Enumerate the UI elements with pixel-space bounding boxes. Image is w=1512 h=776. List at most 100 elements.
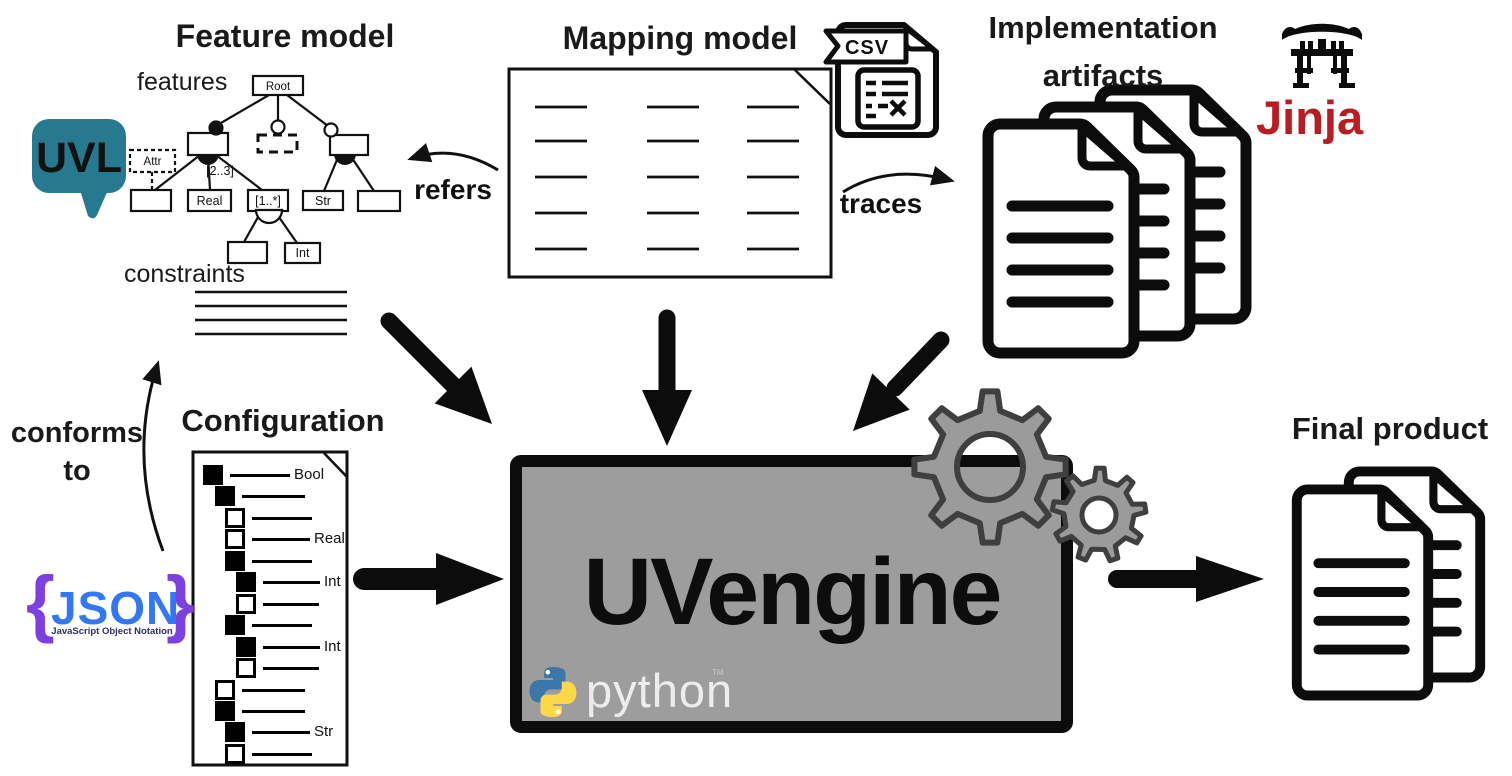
config-checkbox-unchecked — [215, 680, 235, 700]
config-row-label: Real — [314, 530, 345, 547]
uvl-logo: UVL — [32, 119, 126, 219]
constraints-label: constraints — [124, 260, 245, 288]
config-row-line — [230, 474, 290, 477]
csv-banner — [823, 28, 909, 65]
node-leaf-2 — [356, 189, 402, 213]
config-checkbox-checked — [203, 465, 223, 485]
constraints-lines — [195, 290, 347, 336]
mapping-model-title: Mapping model — [562, 20, 798, 56]
svg-text:[2..3]: [2..3] — [206, 164, 234, 178]
relation-arrows — [142, 143, 955, 552]
optional-dot-2 — [323, 122, 339, 138]
config-row-line — [263, 603, 319, 606]
gear-big-icon — [911, 388, 1069, 546]
config-row-line — [252, 560, 312, 563]
config-row-line — [242, 710, 305, 713]
conforms-to-arrow — [142, 360, 165, 552]
node-right-group — [328, 133, 370, 157]
node-leaf-1 — [129, 188, 173, 213]
json-logo-text: JSON — [51, 582, 181, 634]
or-group-arc-left — [197, 154, 219, 165]
configuration-title: Configuration — [181, 403, 385, 438]
implementation-title-line2: artifacts — [1042, 58, 1164, 94]
config-row-line — [252, 731, 310, 734]
svg-text:Attr: Attr — [144, 156, 162, 168]
svg-text:Real: Real — [197, 194, 223, 208]
config-checkbox-checked — [225, 551, 245, 571]
features-label: features — [137, 68, 228, 96]
node-int — [283, 241, 322, 265]
python-wordmark: python — [586, 664, 734, 717]
node-left-group — [186, 131, 230, 157]
csv-file-icon: CSV — [823, 22, 939, 138]
config-checkbox-checked — [225, 722, 245, 742]
implementation-doc-icons — [988, 90, 1246, 353]
feature-model-title: Feature model — [175, 18, 395, 54]
alt-group-arc — [254, 208, 284, 225]
mandatory-dot — [208, 120, 224, 136]
config-row-label: Int — [324, 638, 341, 655]
arrow-featuremodel-to-engine — [380, 312, 464, 396]
config-row-label: Str — [314, 723, 334, 740]
config-checkbox-checked — [215, 701, 235, 721]
config-row-line — [242, 689, 305, 692]
config-row-line — [263, 646, 320, 649]
gear-small-icon — [1049, 465, 1149, 564]
or-group-arc-right — [334, 154, 356, 165]
refers-arrow — [407, 143, 499, 172]
uvengine-title: UVengine — [583, 539, 1003, 645]
feature-tree — [150, 94, 375, 244]
svg-text:Str: Str — [315, 194, 331, 208]
feature-tree-labels: Root Attr [2..3] Real [1..*] Str Int — [144, 81, 331, 260]
node-str — [301, 189, 345, 212]
traces-label: traces — [839, 188, 923, 219]
implementation-artifacts-title: Implementation artifacts — [958, 4, 1248, 100]
config-checkbox-checked — [215, 486, 235, 506]
config-row-label: Int — [324, 573, 341, 590]
flow-arrows — [353, 309, 1264, 605]
config-row-line — [252, 517, 312, 520]
conforms-line2: to — [63, 455, 91, 488]
final-product-doc-icons — [1297, 471, 1480, 695]
traces-arrow — [842, 166, 955, 194]
config-row-line — [252, 624, 312, 627]
config-checkbox-unchecked — [225, 529, 245, 549]
jinja-label: Jinja — [1256, 91, 1364, 144]
jinja-logo-icon — [1282, 23, 1362, 88]
uvl-logo-text: UVL — [36, 134, 122, 182]
python-tm-mark: TM — [712, 668, 724, 677]
optional-dot — [270, 119, 286, 135]
config-checkbox-checked — [236, 572, 256, 592]
config-row-line — [263, 581, 320, 584]
config-checkbox-unchecked — [236, 658, 256, 678]
python-logo-icon — [529, 667, 577, 717]
mapping-table — [507, 67, 833, 279]
svg-text:Root: Root — [266, 81, 291, 93]
config-checkbox-unchecked — [225, 744, 245, 764]
json-logo-brace-left: { — [26, 561, 55, 644]
node-leaf-3 — [226, 240, 269, 265]
config-row-line — [263, 667, 319, 670]
table-dashes — [535, 105, 799, 251]
json-logo-subtitle: JavaScript Object Notation — [51, 626, 173, 637]
config-row-line — [242, 495, 305, 498]
node-abstract-dashed — [256, 133, 299, 154]
config-checkbox-unchecked — [236, 594, 256, 614]
node-attr — [128, 148, 177, 174]
conforms-line1: conforms — [10, 417, 144, 449]
conforms-to-label: conforms to — [6, 414, 148, 491]
csv-sheet-rows — [866, 80, 908, 119]
config-checkbox-checked — [225, 615, 245, 635]
refers-label: refers — [414, 174, 492, 205]
arrow-artifacts-to-engine — [886, 331, 950, 397]
svg-text:[1..*]: [1..*] — [255, 194, 281, 208]
config-row-label: Bool — [294, 466, 325, 483]
feature-tree-nodes — [128, 74, 402, 265]
uvengine-box — [510, 455, 1073, 733]
implementation-title-line1: Implementation — [988, 10, 1218, 45]
final-product-title: Final product — [1291, 411, 1489, 446]
csv-banner-text: CSV — [845, 37, 889, 59]
json-logo-brace-right: } — [166, 561, 195, 644]
node-real — [186, 188, 233, 213]
config-checkbox-checked — [236, 637, 256, 657]
